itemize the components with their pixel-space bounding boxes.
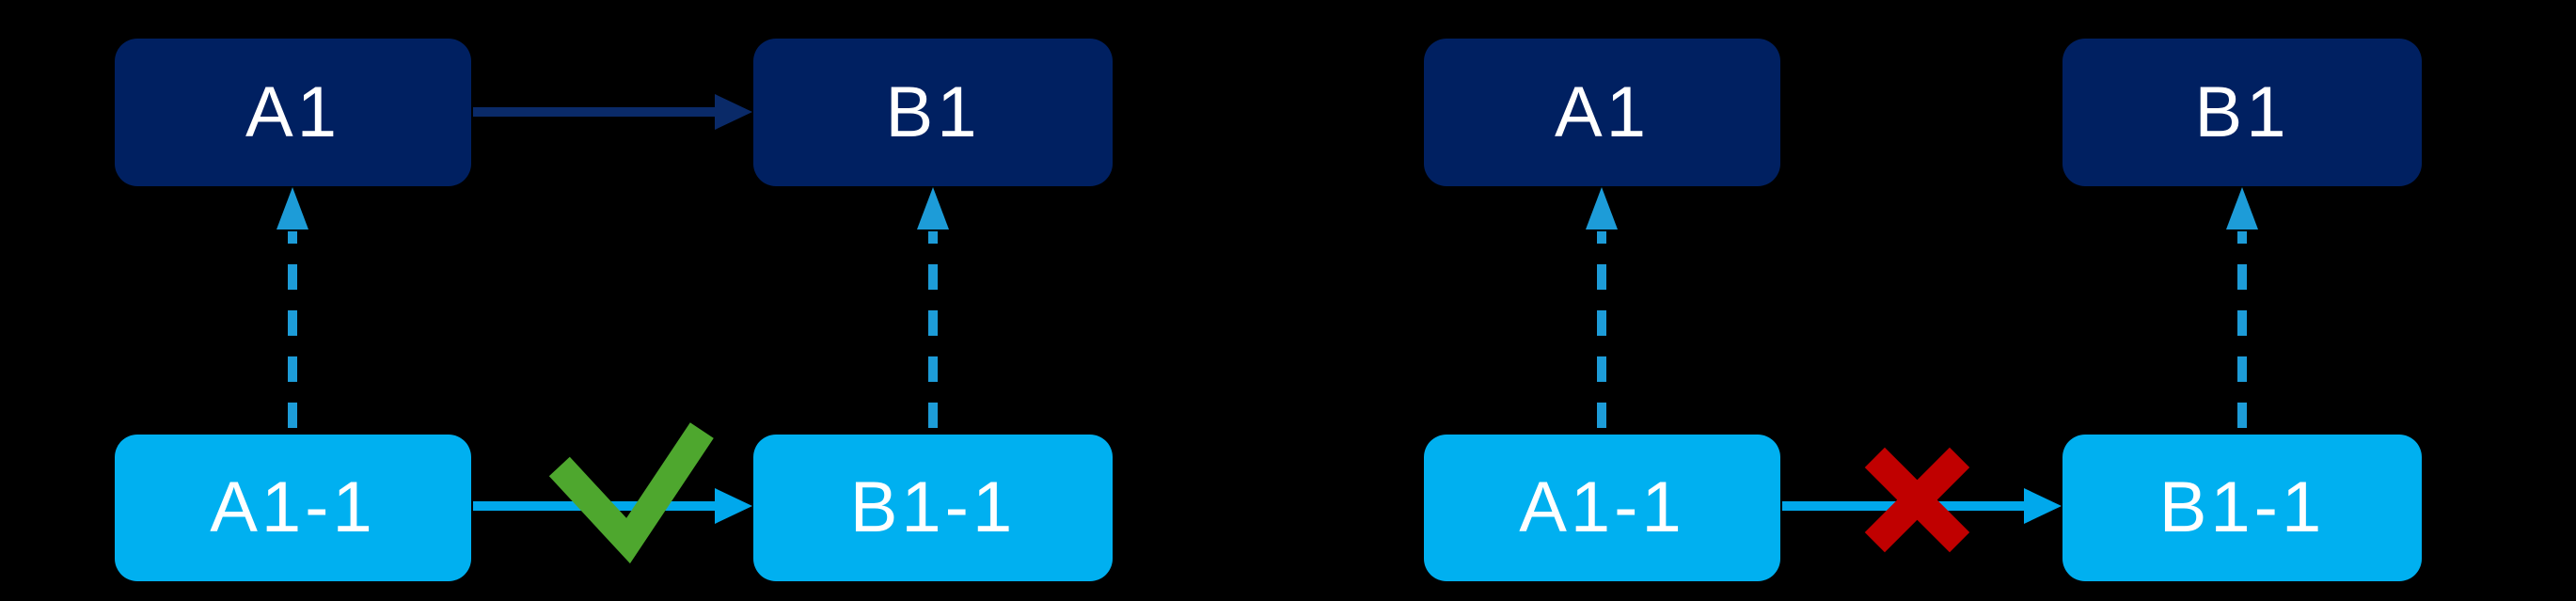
node-parent-b1-label: B1 bbox=[885, 71, 981, 152]
check-icon bbox=[548, 422, 714, 564]
dashed-up-arrow-b bbox=[917, 187, 949, 428]
node-parent-a1-label: A1 bbox=[1555, 71, 1650, 152]
panel-blocked-case: A1 B1 A1-1 B1-1 bbox=[1309, 0, 2576, 601]
panel-allowed-case: A1 B1 A1-1 B1-1 bbox=[0, 0, 1267, 601]
dashed-up-arrow-b bbox=[2226, 187, 2258, 428]
dashed-up-arrow-a bbox=[277, 187, 308, 428]
parent-dependency-arrow bbox=[473, 94, 752, 130]
node-parent-a1: A1 bbox=[1424, 39, 1780, 186]
node-child-a1-1-label: A1-1 bbox=[1519, 467, 1685, 547]
node-child-a1-1: A1-1 bbox=[1424, 435, 1780, 581]
node-parent-b1-label: B1 bbox=[2194, 71, 2290, 152]
node-parent-b1: B1 bbox=[2062, 39, 2422, 186]
node-child-a1-1: A1-1 bbox=[115, 435, 471, 581]
node-parent-b1: B1 bbox=[753, 39, 1113, 186]
node-parent-a1: A1 bbox=[115, 39, 471, 186]
dashed-up-arrow-a bbox=[1586, 187, 1618, 428]
node-child-b1-1-label: B1-1 bbox=[849, 467, 1017, 547]
node-parent-a1-label: A1 bbox=[245, 71, 340, 152]
node-child-b1-1: B1-1 bbox=[2062, 435, 2422, 581]
arrow-layer bbox=[277, 94, 949, 564]
node-child-b1-1-label: B1-1 bbox=[2158, 467, 2326, 547]
arrow-layer bbox=[1586, 187, 2258, 553]
x-icon bbox=[1864, 447, 1970, 553]
node-child-a1-1-label: A1-1 bbox=[210, 467, 376, 547]
node-child-b1-1: B1-1 bbox=[753, 435, 1113, 581]
